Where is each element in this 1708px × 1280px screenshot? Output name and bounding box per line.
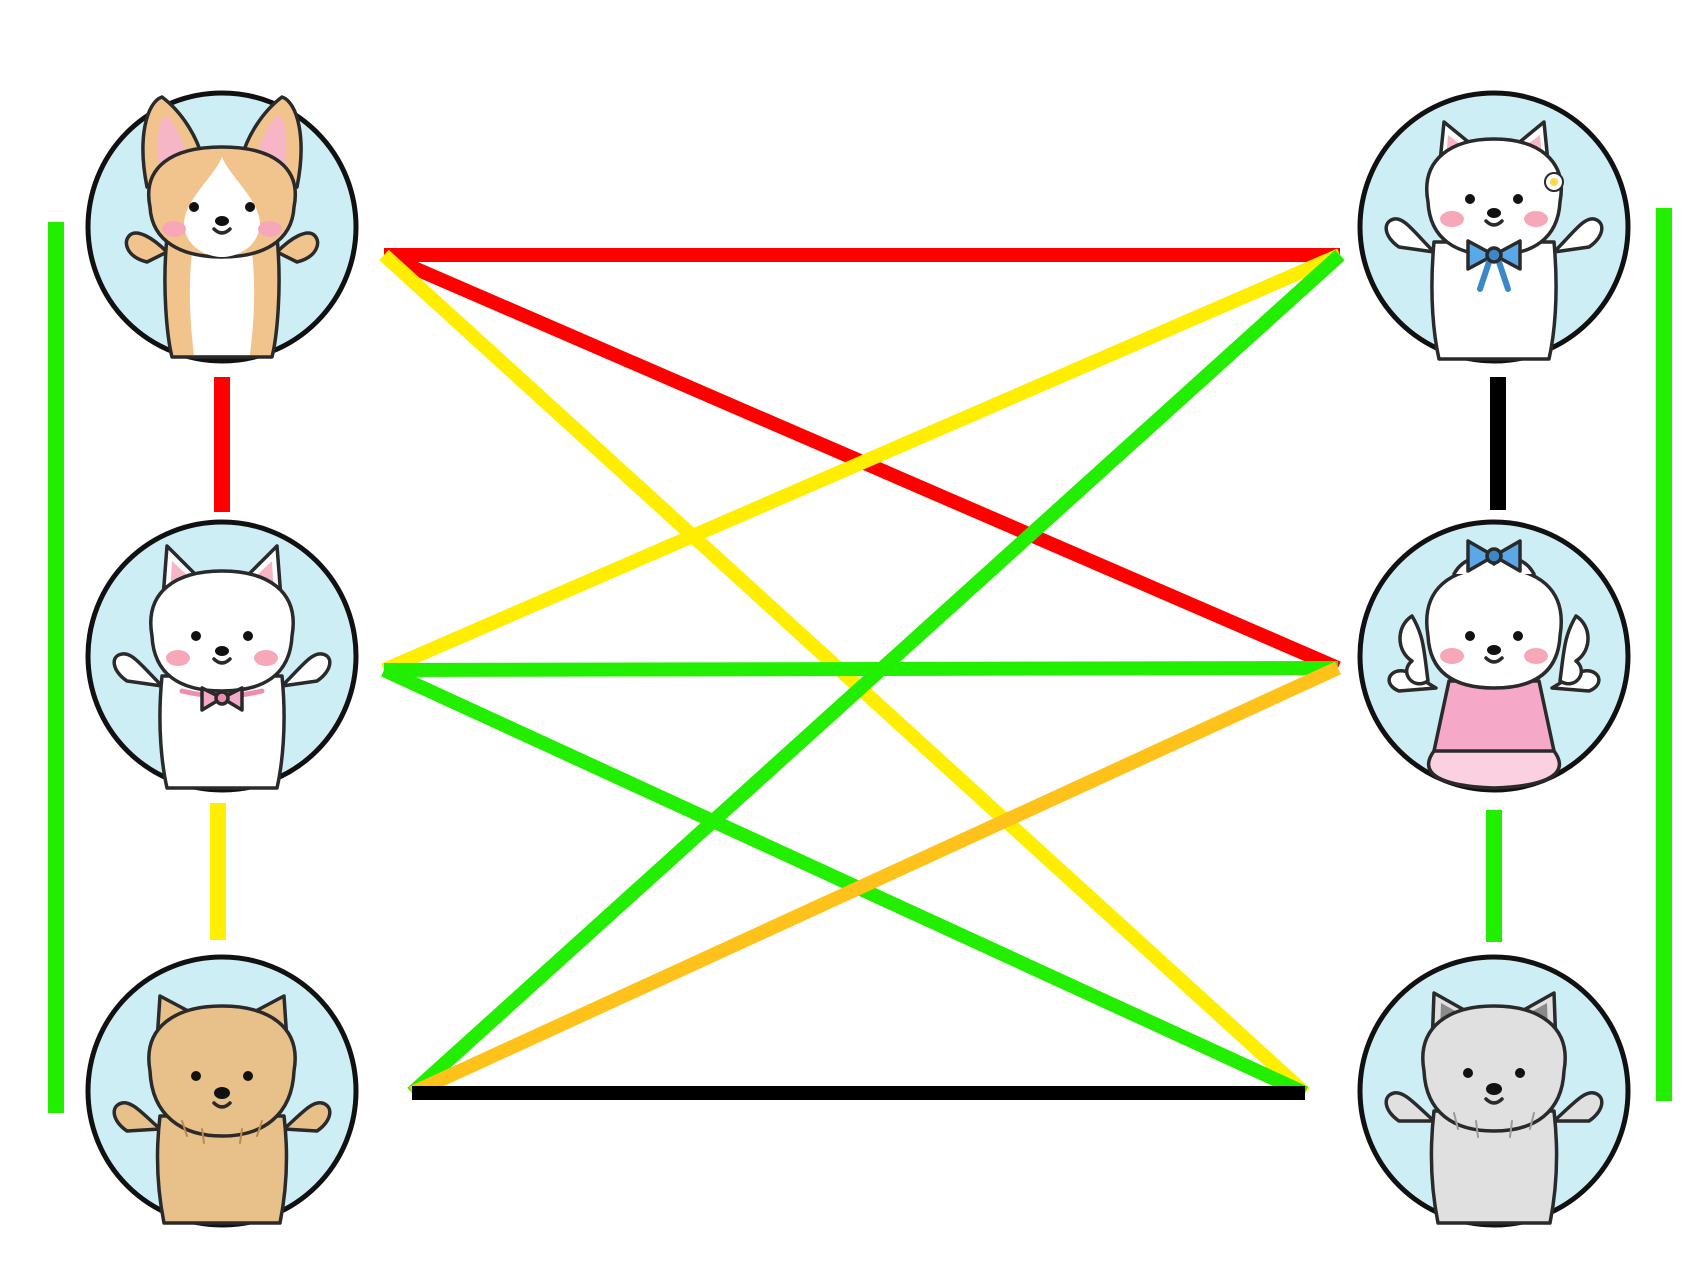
dog-node-yorkie bbox=[85, 954, 359, 1228]
yorkie-icon bbox=[112, 994, 332, 1225]
dog-nodes bbox=[85, 90, 1631, 1228]
grey-terrier-icon bbox=[1384, 991, 1604, 1225]
connection-lines bbox=[48, 208, 1672, 1113]
dog-node-grey-terrier bbox=[1357, 954, 1631, 1228]
edge-left-bottom-to-right-middle bbox=[409, 661, 1341, 1100]
westie-icon bbox=[112, 544, 332, 790]
edge-left-middle-to-right-middle bbox=[383, 661, 1339, 677]
dog-node-corgi bbox=[85, 90, 359, 364]
edge-left-middle-to-right-top bbox=[381, 248, 1343, 677]
spitz-icon bbox=[1384, 120, 1604, 361]
dog-node-poodle bbox=[1357, 519, 1631, 793]
edge-left-bottom-to-right-top bbox=[407, 249, 1345, 1099]
edge-left-middle-to-right-bottom bbox=[381, 663, 1308, 1100]
dog-node-spitz bbox=[1357, 90, 1631, 364]
corgi-icon bbox=[124, 95, 320, 359]
poodle-icon bbox=[1387, 539, 1601, 790]
dog-node-westie bbox=[85, 519, 359, 793]
